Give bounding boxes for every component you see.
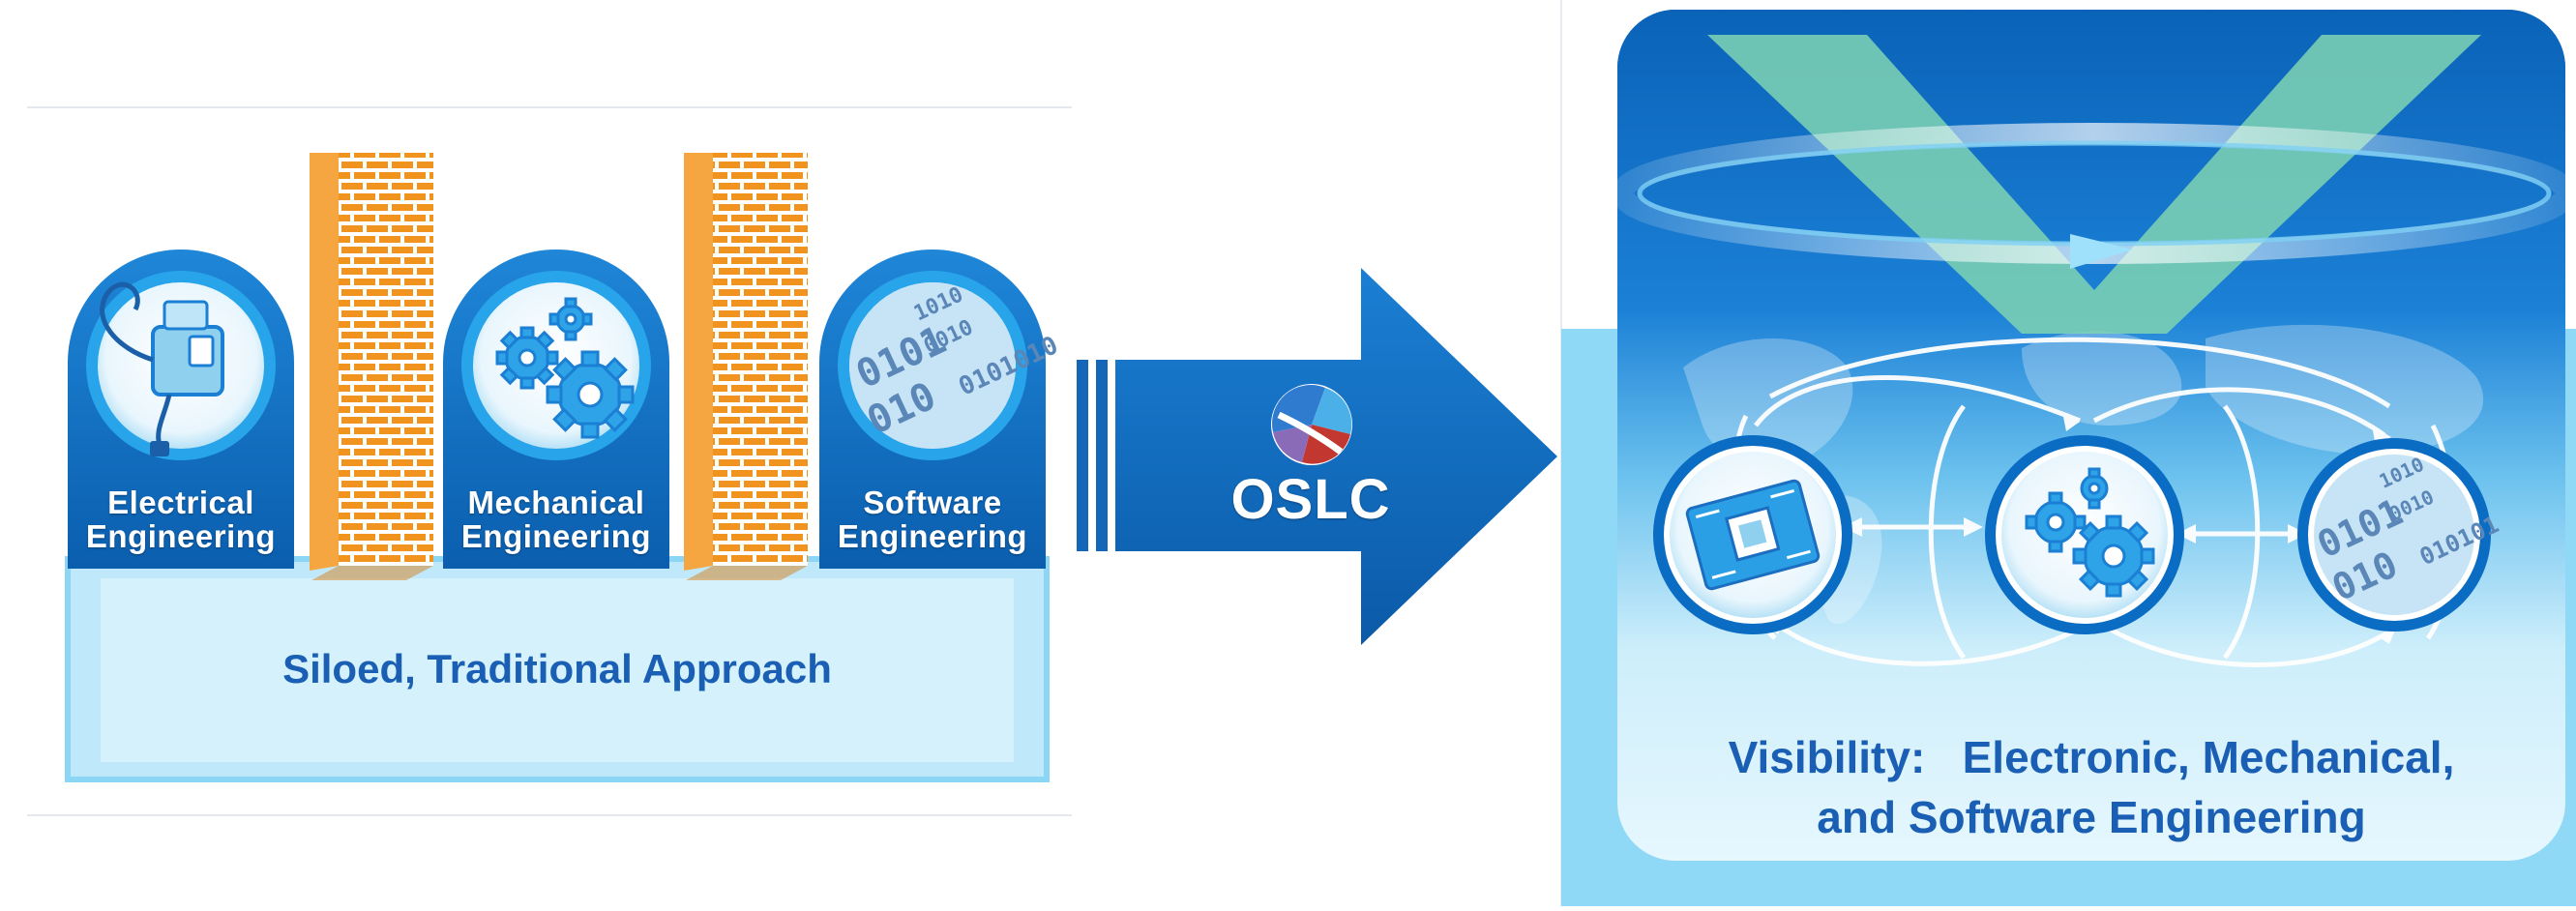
label-line: Engineering: [85, 517, 277, 554]
orbit-ring: [1612, 123, 2576, 269]
gears-icon: [495, 297, 635, 439]
label-line: Mechanical: [467, 485, 645, 520]
power-supply-icon: [100, 281, 224, 456]
node-circuit-board: [1653, 435, 1852, 634]
v-shape: [1707, 35, 2481, 334]
visibility-caption: Visibility: Electronic, Mechanical, and …: [1617, 727, 2565, 847]
left-panel: 0101 010 1010 0010 0101010: [27, 106, 1072, 816]
node-mechanical: [1985, 435, 2184, 634]
siloed-caption: Siloed, Traditional Approach: [282, 646, 832, 691]
label-line: Software: [863, 485, 1002, 520]
gears-icon: [2025, 467, 2155, 598]
brick-wall: [310, 153, 433, 580]
visibility-caption-line2: and Software Engineering: [1817, 792, 2366, 843]
brick-wall: [684, 153, 808, 580]
label-line: Engineering: [460, 517, 652, 554]
oslc-arrow: [1077, 268, 1557, 645]
label-line: Electrical: [107, 485, 254, 520]
arch-electrical: [68, 250, 294, 569]
label-mechanical-engineering: Mechanical Engineering: [443, 485, 669, 554]
circuit-board-icon: [1685, 479, 1821, 591]
label-software-engineering: Software Engineering: [819, 485, 1046, 554]
right-panel: 0101 010 1010 0010 010101: [1560, 0, 2576, 906]
label-electrical-engineering: Electrical Engineering: [68, 485, 294, 554]
node-software: 0101 010 1010 0010 010101: [2297, 438, 2502, 632]
label-line: Engineering: [837, 517, 1028, 554]
oslc-logo-icon: [1271, 384, 1352, 465]
visibility-caption-line1: Visibility: Electronic, Mechanical,: [1728, 732, 2455, 782]
binary-code-icon: 0101 010 1010 0010 0101010: [849, 282, 1063, 449]
oslc-label: OSLC: [1230, 468, 1391, 531]
